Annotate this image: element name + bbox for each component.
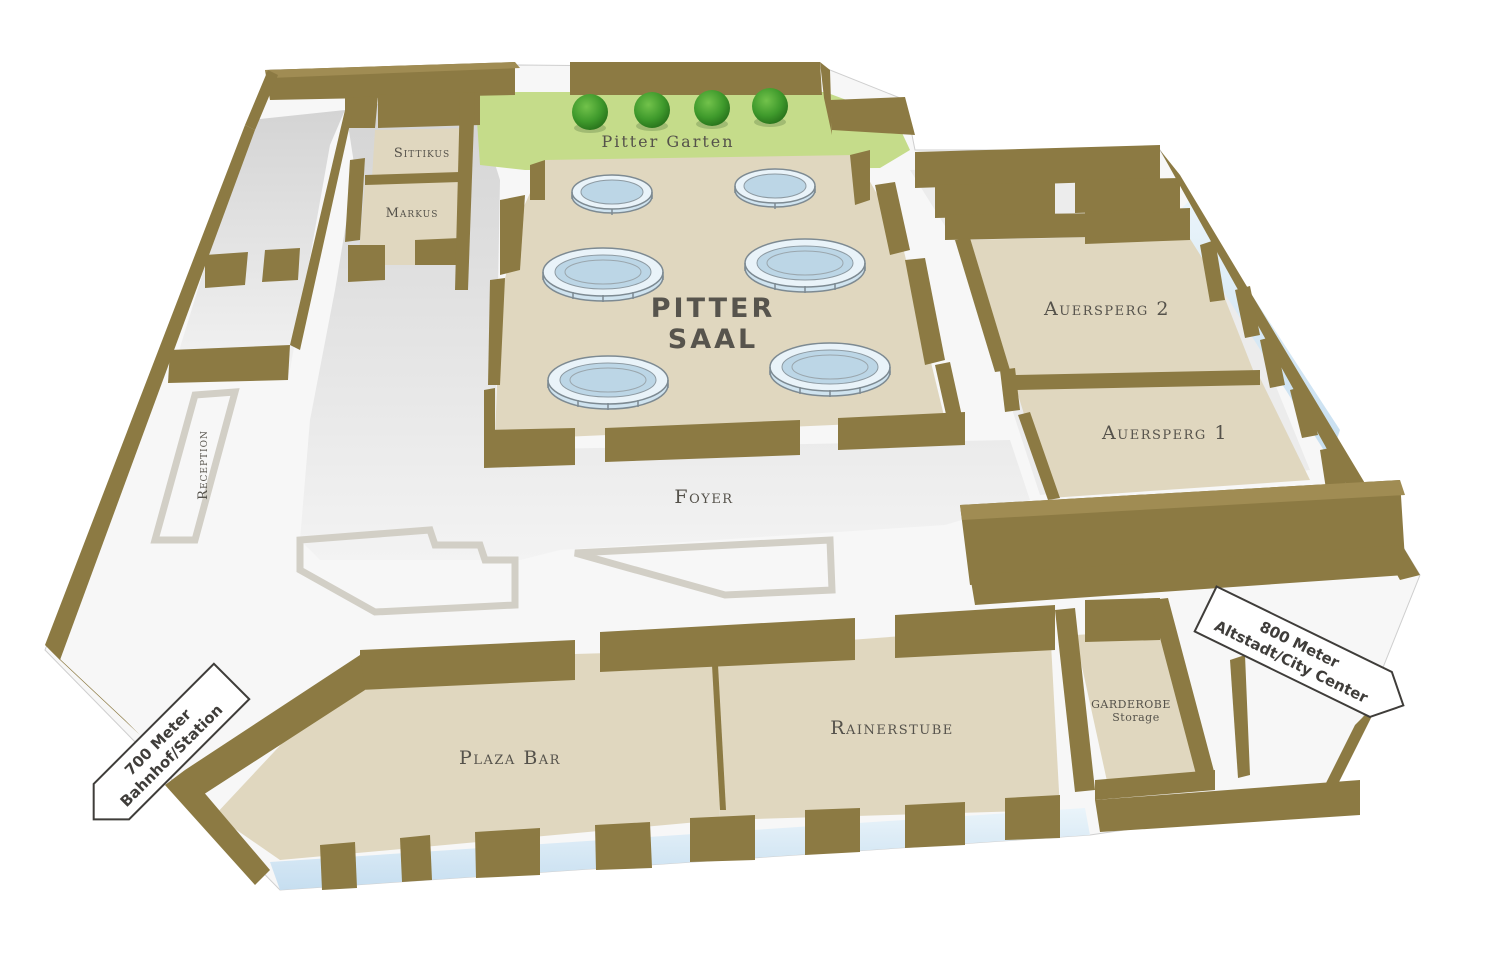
plaza-bar-label[interactable]: Plaza Bar	[459, 747, 561, 769]
sittikus-floor	[372, 128, 470, 178]
auersperg-2-floor	[960, 235, 1255, 380]
reception-label[interactable]: Reception	[196, 430, 211, 500]
round-table-icon	[542, 247, 664, 303]
round-table-icon	[547, 355, 669, 411]
round-table-icon	[769, 342, 891, 398]
auersperg-2-label[interactable]: Auersperg 2	[1043, 298, 1170, 320]
storage-label[interactable]: Storage	[1112, 711, 1159, 724]
garderobe-label[interactable]: GARDEROBE	[1091, 698, 1171, 711]
reception-desk	[150, 388, 240, 544]
markus-label[interactable]: Markus	[386, 206, 439, 221]
tree-icon	[694, 90, 730, 129]
foyer-label[interactable]: Foyer	[674, 486, 733, 508]
west-corridor	[170, 110, 345, 380]
auersperg-1-label[interactable]: Auersperg 1	[1101, 422, 1228, 444]
walls	[45, 62, 1420, 890]
rainerstube-label[interactable]: Rainerstube	[830, 717, 954, 739]
garden-trees	[572, 88, 788, 133]
auersperg-1-floor	[1015, 378, 1310, 498]
garderobe-floor	[1075, 630, 1215, 795]
foyer-counter-left	[296, 526, 519, 616]
direction-arrow-icon	[92, 662, 251, 821]
tree-icon	[572, 94, 608, 133]
rainerstube-floor	[715, 625, 1060, 820]
direction-arrow-icon	[1193, 585, 1405, 719]
pitter-garten-label[interactable]: Pitter Garten	[601, 132, 734, 151]
sittikus-label[interactable]: Sittikus	[394, 146, 450, 161]
room-labels: Pitter Garten Sittikus Markus PITTER SAA…	[196, 132, 1228, 769]
pitter-saal-label-line1[interactable]: PITTER	[651, 293, 776, 324]
tree-icon	[752, 88, 788, 127]
foyer-counter-right	[574, 536, 836, 599]
round-table-icon	[744, 238, 866, 294]
pitter-saal-label-line2[interactable]: SAAL	[668, 324, 758, 355]
tree-icon	[634, 92, 670, 131]
south-window-strip	[270, 808, 1090, 890]
